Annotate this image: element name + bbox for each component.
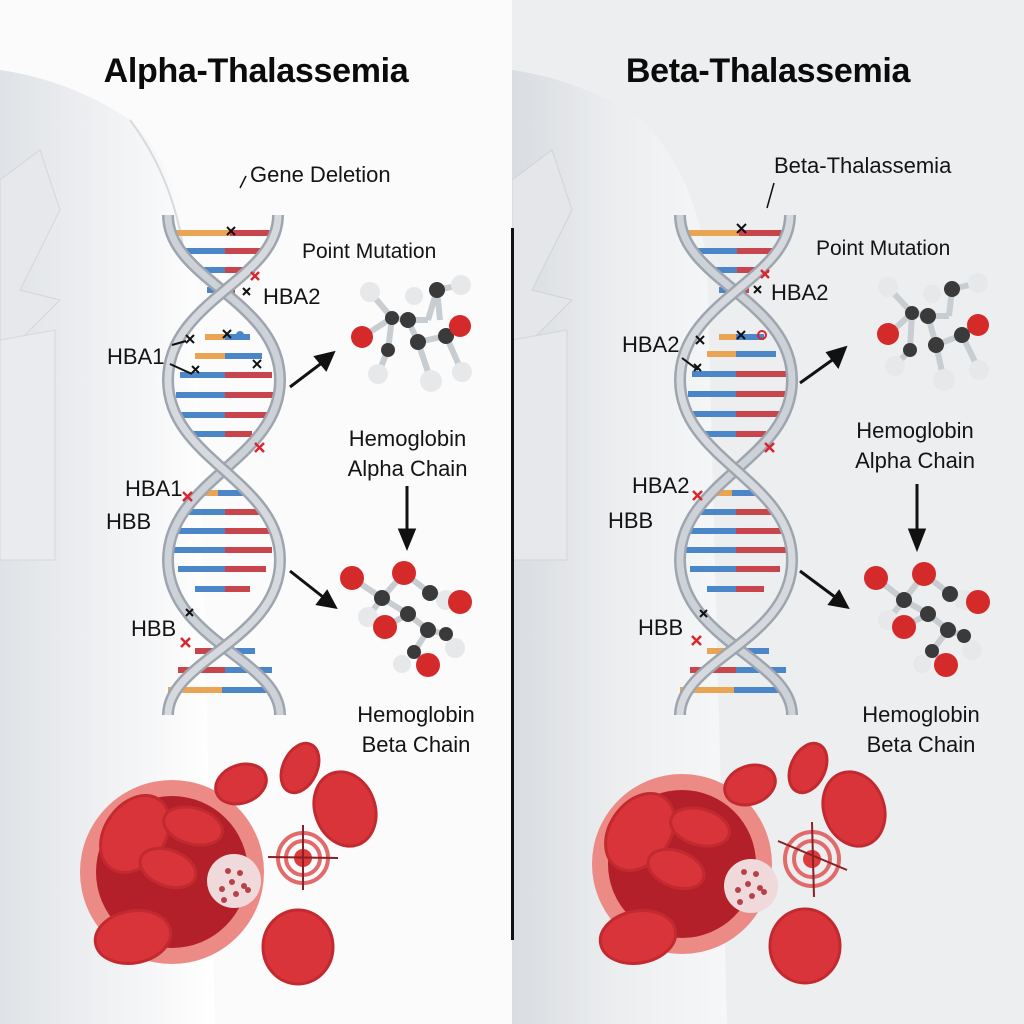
gene-label-hba2-upper-left: HBA2 bbox=[622, 332, 680, 357]
red-blood-cell-icon bbox=[592, 741, 887, 985]
hemoglobin-beta-chain-label: Hemoglobin Beta Chain bbox=[846, 700, 996, 760]
gene-label-hba2: HBA2 bbox=[263, 284, 321, 309]
gene-deletion-label: Gene Deletion bbox=[250, 162, 391, 187]
dna-double-helix-icon bbox=[673, 214, 799, 716]
gene-label-hbb-middle: HBB bbox=[608, 508, 654, 533]
mutation-blob bbox=[757, 330, 767, 340]
point-mutation-label: Point Mutation bbox=[302, 240, 437, 263]
mutation-blob bbox=[236, 331, 244, 339]
gene-label-hbb-middle: HBB bbox=[106, 509, 152, 534]
gene-label-hbb-lower: HBB bbox=[131, 616, 177, 641]
beta-thalassemia-callout-label: Beta-Thalassemia bbox=[774, 153, 952, 178]
panel-title: Beta-Thalassemia bbox=[625, 52, 911, 90]
gene-label-hbb-lower: HBB bbox=[638, 615, 684, 640]
chain-label-line: Hemoglobin bbox=[348, 426, 467, 451]
arrow-icon bbox=[289, 350, 417, 610]
diagram-art bbox=[80, 175, 472, 986]
alpha-thalassemia-panel: Alpha-Thalassemia bbox=[0, 52, 491, 1024]
target-icon bbox=[777, 821, 848, 898]
hemoglobin-alpha-chain-label: Hemoglobin Alpha Chain bbox=[840, 416, 990, 476]
target-icon bbox=[267, 825, 339, 890]
red-blood-cell-icon bbox=[80, 741, 378, 986]
hemoglobin-alpha-chain-label: Hemoglobin Alpha Chain bbox=[335, 424, 480, 484]
arrow-icon bbox=[799, 345, 927, 610]
chain-label-line: Hemoglobin bbox=[357, 702, 475, 727]
chain-label-line: Beta Chain bbox=[361, 732, 471, 757]
callout-line bbox=[766, 182, 775, 209]
molecule-icon bbox=[877, 273, 989, 391]
panel-title: Alpha-Thalassemia bbox=[103, 52, 409, 90]
beta-thalassemia-panel: Beta-Thalassemia bbox=[512, 0, 1024, 1024]
molecule-icon bbox=[340, 561, 472, 677]
gene-label-hba1: HBA1 bbox=[107, 344, 165, 369]
dna-double-helix-icon bbox=[161, 214, 287, 716]
molecule-icon bbox=[864, 562, 990, 677]
mutation-x-icon bbox=[681, 223, 775, 646]
hemoglobin-beta-chain-label: Hemoglobin Beta Chain bbox=[341, 700, 491, 760]
chain-label-line: Hemoglobin bbox=[862, 702, 980, 727]
mutation-x-icon bbox=[169, 226, 265, 648]
diagram-art bbox=[592, 182, 990, 985]
molecule-icon bbox=[351, 275, 472, 392]
callout-line bbox=[239, 175, 247, 189]
gene-label-hba2: HBA2 bbox=[771, 280, 829, 305]
chain-label-line: Beta Chain bbox=[866, 732, 976, 757]
point-mutation-label: Point Mutation bbox=[816, 237, 951, 260]
gene-label-hba2-middle: HBA2 bbox=[632, 473, 690, 498]
gene-label-hba1-middle: HBA1 bbox=[125, 476, 183, 501]
chain-label-line: Alpha Chain bbox=[347, 456, 468, 481]
chain-label-line: Alpha Chain bbox=[855, 448, 975, 473]
panel-divider bbox=[511, 228, 514, 940]
chain-label-line: Hemoglobin bbox=[856, 418, 974, 443]
